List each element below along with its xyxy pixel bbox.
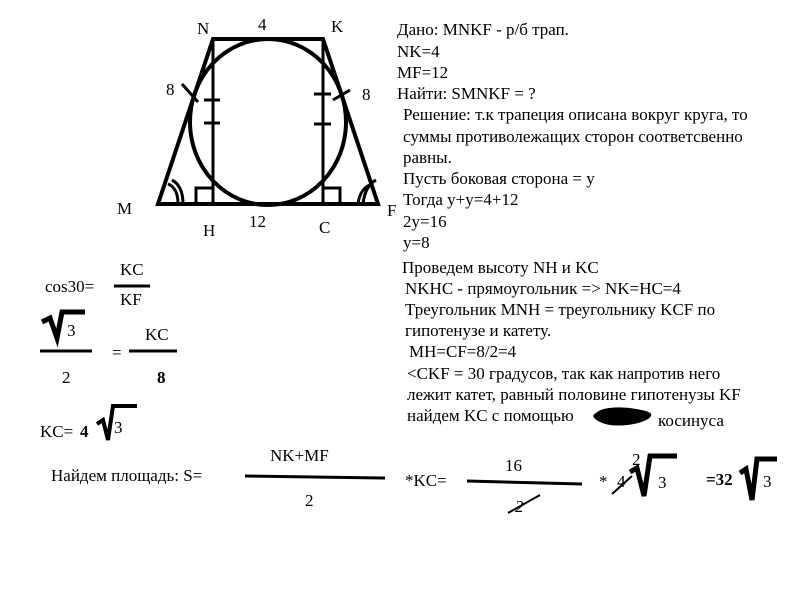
solution-line: Проведем высоту NH и KC — [402, 258, 599, 277]
sqrt-sign — [628, 453, 677, 497]
sqrt-argument: 3 — [67, 321, 76, 340]
area-label: Найдем площадь: S= — [51, 466, 203, 485]
vertex-label-k: K — [331, 17, 344, 36]
inscribed-circle — [188, 37, 348, 207]
solution-line: гипотенузе и катету. — [405, 321, 552, 340]
crossed-denominator: 2 — [515, 497, 524, 516]
cross-out — [507, 494, 541, 514]
vertex-label-h: H — [203, 221, 216, 240]
given-line: Найти: SMNKF = ? — [397, 84, 536, 103]
right-angle-c — [323, 186, 342, 204]
tick-mark — [180, 83, 200, 103]
solution-line: суммы противолежащих сторон соответсвенн… — [403, 127, 743, 146]
fraction-numerator: KC — [145, 325, 169, 344]
side-label-right: 8 — [362, 85, 371, 104]
given-line: NK=4 — [397, 42, 440, 61]
solution-line: 2y=16 — [403, 212, 447, 231]
fraction-denominator: KF — [120, 290, 142, 309]
multiply-kc: *KC= — [405, 471, 447, 490]
fraction-numerator: KC — [120, 260, 144, 279]
side-label-bottom: 12 — [249, 212, 266, 231]
fraction-numerator: NK+MF — [270, 446, 329, 465]
vertex-label-c: C — [319, 218, 331, 237]
solution-line: MH=CF=8/2=4 — [409, 342, 517, 361]
cos-label: cos30= — [45, 277, 95, 296]
sqrt-argument: 3 — [658, 473, 667, 492]
solution-line: Решение: т.к трапеция описана вокруг кру… — [403, 105, 748, 124]
angle-arc-m — [167, 182, 180, 205]
given-line: MF=12 — [397, 63, 449, 82]
solution-line: NKHC - прямоугольник => NK=HC=4 — [405, 279, 681, 298]
angle-arc-m2 — [171, 178, 185, 205]
solution-line: Треугольник MNH = треугольнику KCF по — [405, 300, 716, 319]
sqrt-argument: 3 — [114, 418, 123, 437]
fraction-denominator: 2 — [62, 368, 71, 387]
solution-line: равны. — [403, 148, 452, 167]
crossed-four: 4 — [617, 472, 626, 491]
solution-line: <CKF = 30 градусов, так как напротив нег… — [407, 364, 721, 383]
angle-arc-f2 — [361, 178, 377, 205]
trapezoid-outline — [155, 37, 381, 206]
sqrt-sign — [40, 309, 85, 348]
sqrt-sign — [738, 456, 777, 501]
reduced-two: 2 — [632, 450, 641, 469]
right-angle-h — [194, 186, 213, 204]
kc-label: KC= — [40, 422, 74, 441]
fraction-denominator: 2 — [305, 491, 314, 510]
vertex-label-n: N — [197, 19, 210, 38]
area-result: =32 — [706, 470, 733, 489]
multiply-sign: * — [599, 472, 608, 491]
vertex-label-f: F — [387, 201, 397, 220]
cross-out — [611, 475, 633, 495]
sqrt-argument: 3 — [763, 472, 772, 491]
fraction-bar — [466, 479, 583, 486]
given-line: Дано: MNKF - р/б трап. — [397, 20, 569, 39]
sqrt-sign — [95, 404, 137, 441]
tick-mark — [332, 88, 351, 102]
equals-sign: = — [112, 343, 122, 362]
solution-line: Пусть боковая сторона = y — [403, 169, 595, 188]
solution-line: косинуса — [658, 411, 724, 430]
vertex-label-m: M — [117, 199, 133, 218]
solution-line: лежит катет, равный половине гипотенузы … — [407, 385, 741, 404]
fraction-denominator: 8 — [157, 368, 166, 387]
kc-coefficient: 4 — [80, 422, 89, 441]
solution-line: Тогда y+y=4+12 — [403, 190, 519, 209]
side-label-top: 4 — [258, 15, 267, 34]
fraction-bar — [244, 474, 386, 480]
fraction-numerator: 16 — [505, 456, 522, 475]
side-label-left: 8 — [166, 80, 175, 99]
solution-line: найдем KC с помощью — [407, 406, 574, 425]
solution-line: y=8 — [403, 233, 430, 252]
scribble — [593, 407, 652, 426]
